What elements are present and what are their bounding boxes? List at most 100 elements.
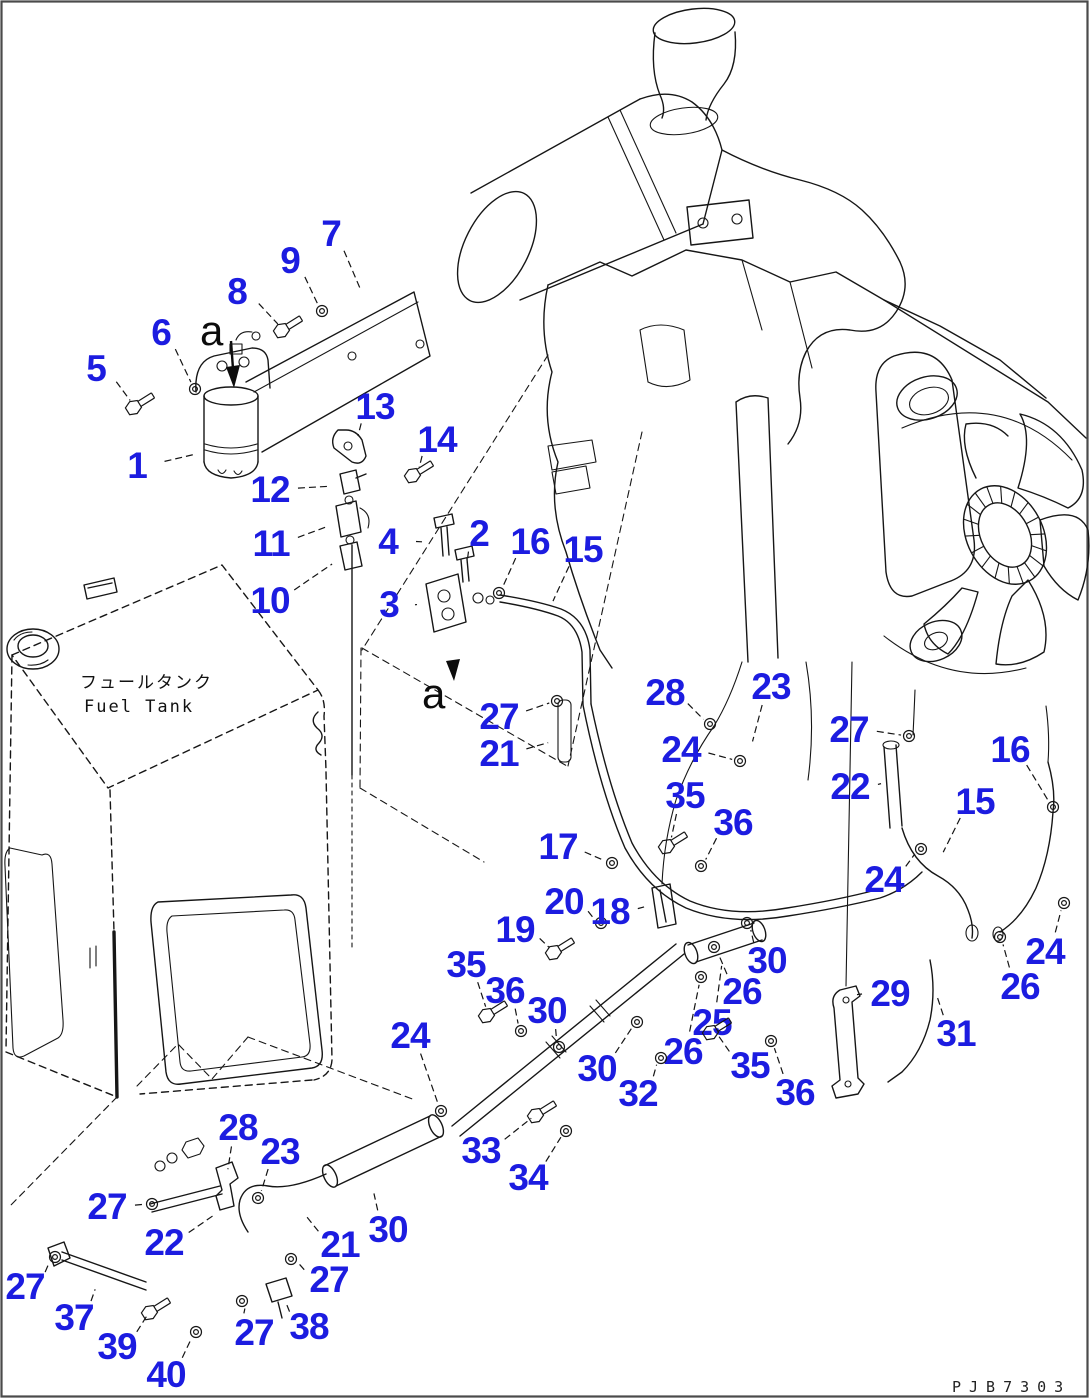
- fan-hatch-line: [981, 555, 991, 568]
- leader-line-35: [718, 1036, 730, 1052]
- callout-27: 27: [829, 709, 868, 750]
- fan-hatch-line: [1010, 491, 1016, 508]
- leader-line-2: [466, 551, 470, 563]
- washer-glyph-28: [703, 717, 717, 731]
- washer-glyph-27: [902, 729, 916, 743]
- callout-30: 30: [577, 1048, 617, 1089]
- callout-12: 12: [250, 469, 290, 510]
- callout-7: 7: [321, 213, 341, 254]
- leader-line-23: [260, 1168, 269, 1191]
- callout-14: 14: [417, 419, 458, 460]
- leader-line-25: [716, 965, 723, 1003]
- washer-glyph-34: [559, 1124, 573, 1138]
- leader-line-30: [614, 1027, 633, 1054]
- washer-glyph-17: [605, 856, 619, 870]
- callout-36: 36: [485, 970, 525, 1011]
- leader-line-36: [705, 837, 718, 860]
- leader-line-30: [373, 1193, 379, 1211]
- callout-22: 22: [830, 766, 870, 807]
- fuel-lines: [47, 699, 1055, 1319]
- callout-30: 30: [747, 940, 787, 981]
- leader-line-31: [936, 994, 944, 1016]
- leader-line-37: [90, 1289, 96, 1302]
- callout-19: 19: [495, 909, 535, 950]
- fan-hatch-line: [1019, 502, 1029, 515]
- leader-line-12: [297, 485, 329, 489]
- callout-27: 27: [309, 1259, 348, 1300]
- callout-16: 16: [510, 521, 550, 562]
- washer-glyph-26: [993, 930, 1007, 944]
- washer-glyph-36: [514, 1024, 528, 1038]
- leader-line-30: [555, 1028, 558, 1040]
- washer-glyph-6: [188, 382, 202, 396]
- leader-line-24: [1054, 910, 1062, 933]
- leader-line-23: [751, 704, 763, 742]
- callout-26: 26: [722, 971, 762, 1012]
- leader-line-8: [258, 303, 279, 325]
- leader-line-33: [504, 1117, 532, 1140]
- callout-33: 33: [461, 1130, 501, 1171]
- leader-line-5: [115, 381, 131, 401]
- washer-glyph-26: [707, 940, 721, 954]
- callout-15: 15: [563, 529, 603, 570]
- leader-line-24: [905, 853, 916, 867]
- washer-glyph-27: [48, 1250, 62, 1264]
- fan-hatch-line: [966, 503, 981, 516]
- callout-13: 13: [355, 386, 395, 427]
- fan-hatch-line: [971, 545, 985, 554]
- callout-17: 17: [538, 826, 577, 867]
- callout-36: 36: [713, 802, 753, 843]
- callout-34: 34: [508, 1157, 549, 1198]
- washer-glyph-27: [550, 694, 564, 708]
- section-arrow-a: [226, 365, 240, 388]
- fuel-filter-assembly: [195, 291, 592, 706]
- bolt-glyph-39: [140, 1297, 172, 1321]
- leader-line-13: [357, 423, 362, 437]
- tank-label-en: Fuel Tank: [84, 697, 194, 717]
- leader-line-27: [243, 1308, 246, 1314]
- callout-24: 24: [1025, 931, 1066, 972]
- callout-21: 21: [479, 733, 519, 774]
- callout-32: 32: [618, 1073, 658, 1114]
- callout-20: 20: [544, 881, 584, 922]
- leader-line-1: [164, 453, 195, 462]
- callout-28: 28: [218, 1107, 258, 1148]
- leader-line-16: [1026, 764, 1049, 801]
- fuel-tank: [4, 544, 353, 1099]
- leader-line-28: [687, 703, 704, 720]
- bolt-glyph-33: [526, 1100, 558, 1124]
- callout-10: 10: [250, 580, 290, 621]
- fan-hatch-line: [1031, 545, 1047, 552]
- section-arrow-a-prime: [446, 659, 460, 681]
- leader-line-20: [587, 910, 595, 920]
- leader-line-27: [44, 1262, 50, 1273]
- callout-11: 11: [252, 523, 290, 564]
- callout-28: 28: [645, 672, 685, 713]
- section-planes: [9, 354, 643, 1207]
- bolt-glyph-19: [544, 937, 576, 961]
- callout-8: 8: [227, 271, 247, 312]
- callout-23: 23: [260, 1131, 300, 1172]
- washer-glyph-30: [630, 1015, 644, 1029]
- fan-hatch-line: [1016, 566, 1024, 584]
- bolt-glyph-8: [272, 315, 304, 339]
- washer-glyph-36: [764, 1034, 778, 1048]
- callout-3: 3: [379, 584, 399, 625]
- washer-glyph-24: [434, 1104, 448, 1118]
- leader-line-15: [942, 817, 961, 853]
- washer-glyph-26: [694, 970, 708, 984]
- leader-line-28: [227, 1146, 233, 1170]
- callout-15: 15: [955, 781, 995, 822]
- leader-line-34: [545, 1136, 562, 1162]
- washer-glyph-16: [1046, 800, 1060, 814]
- callout-35: 35: [446, 944, 486, 985]
- leader-line-26: [689, 984, 700, 1032]
- callout-5: 5: [86, 348, 106, 389]
- bolt-glyph-35: [701, 1017, 733, 1041]
- callout-27: 27: [234, 1312, 273, 1353]
- washer-glyph-24: [733, 754, 747, 768]
- drawing-code: PJB7303: [952, 1378, 1071, 1396]
